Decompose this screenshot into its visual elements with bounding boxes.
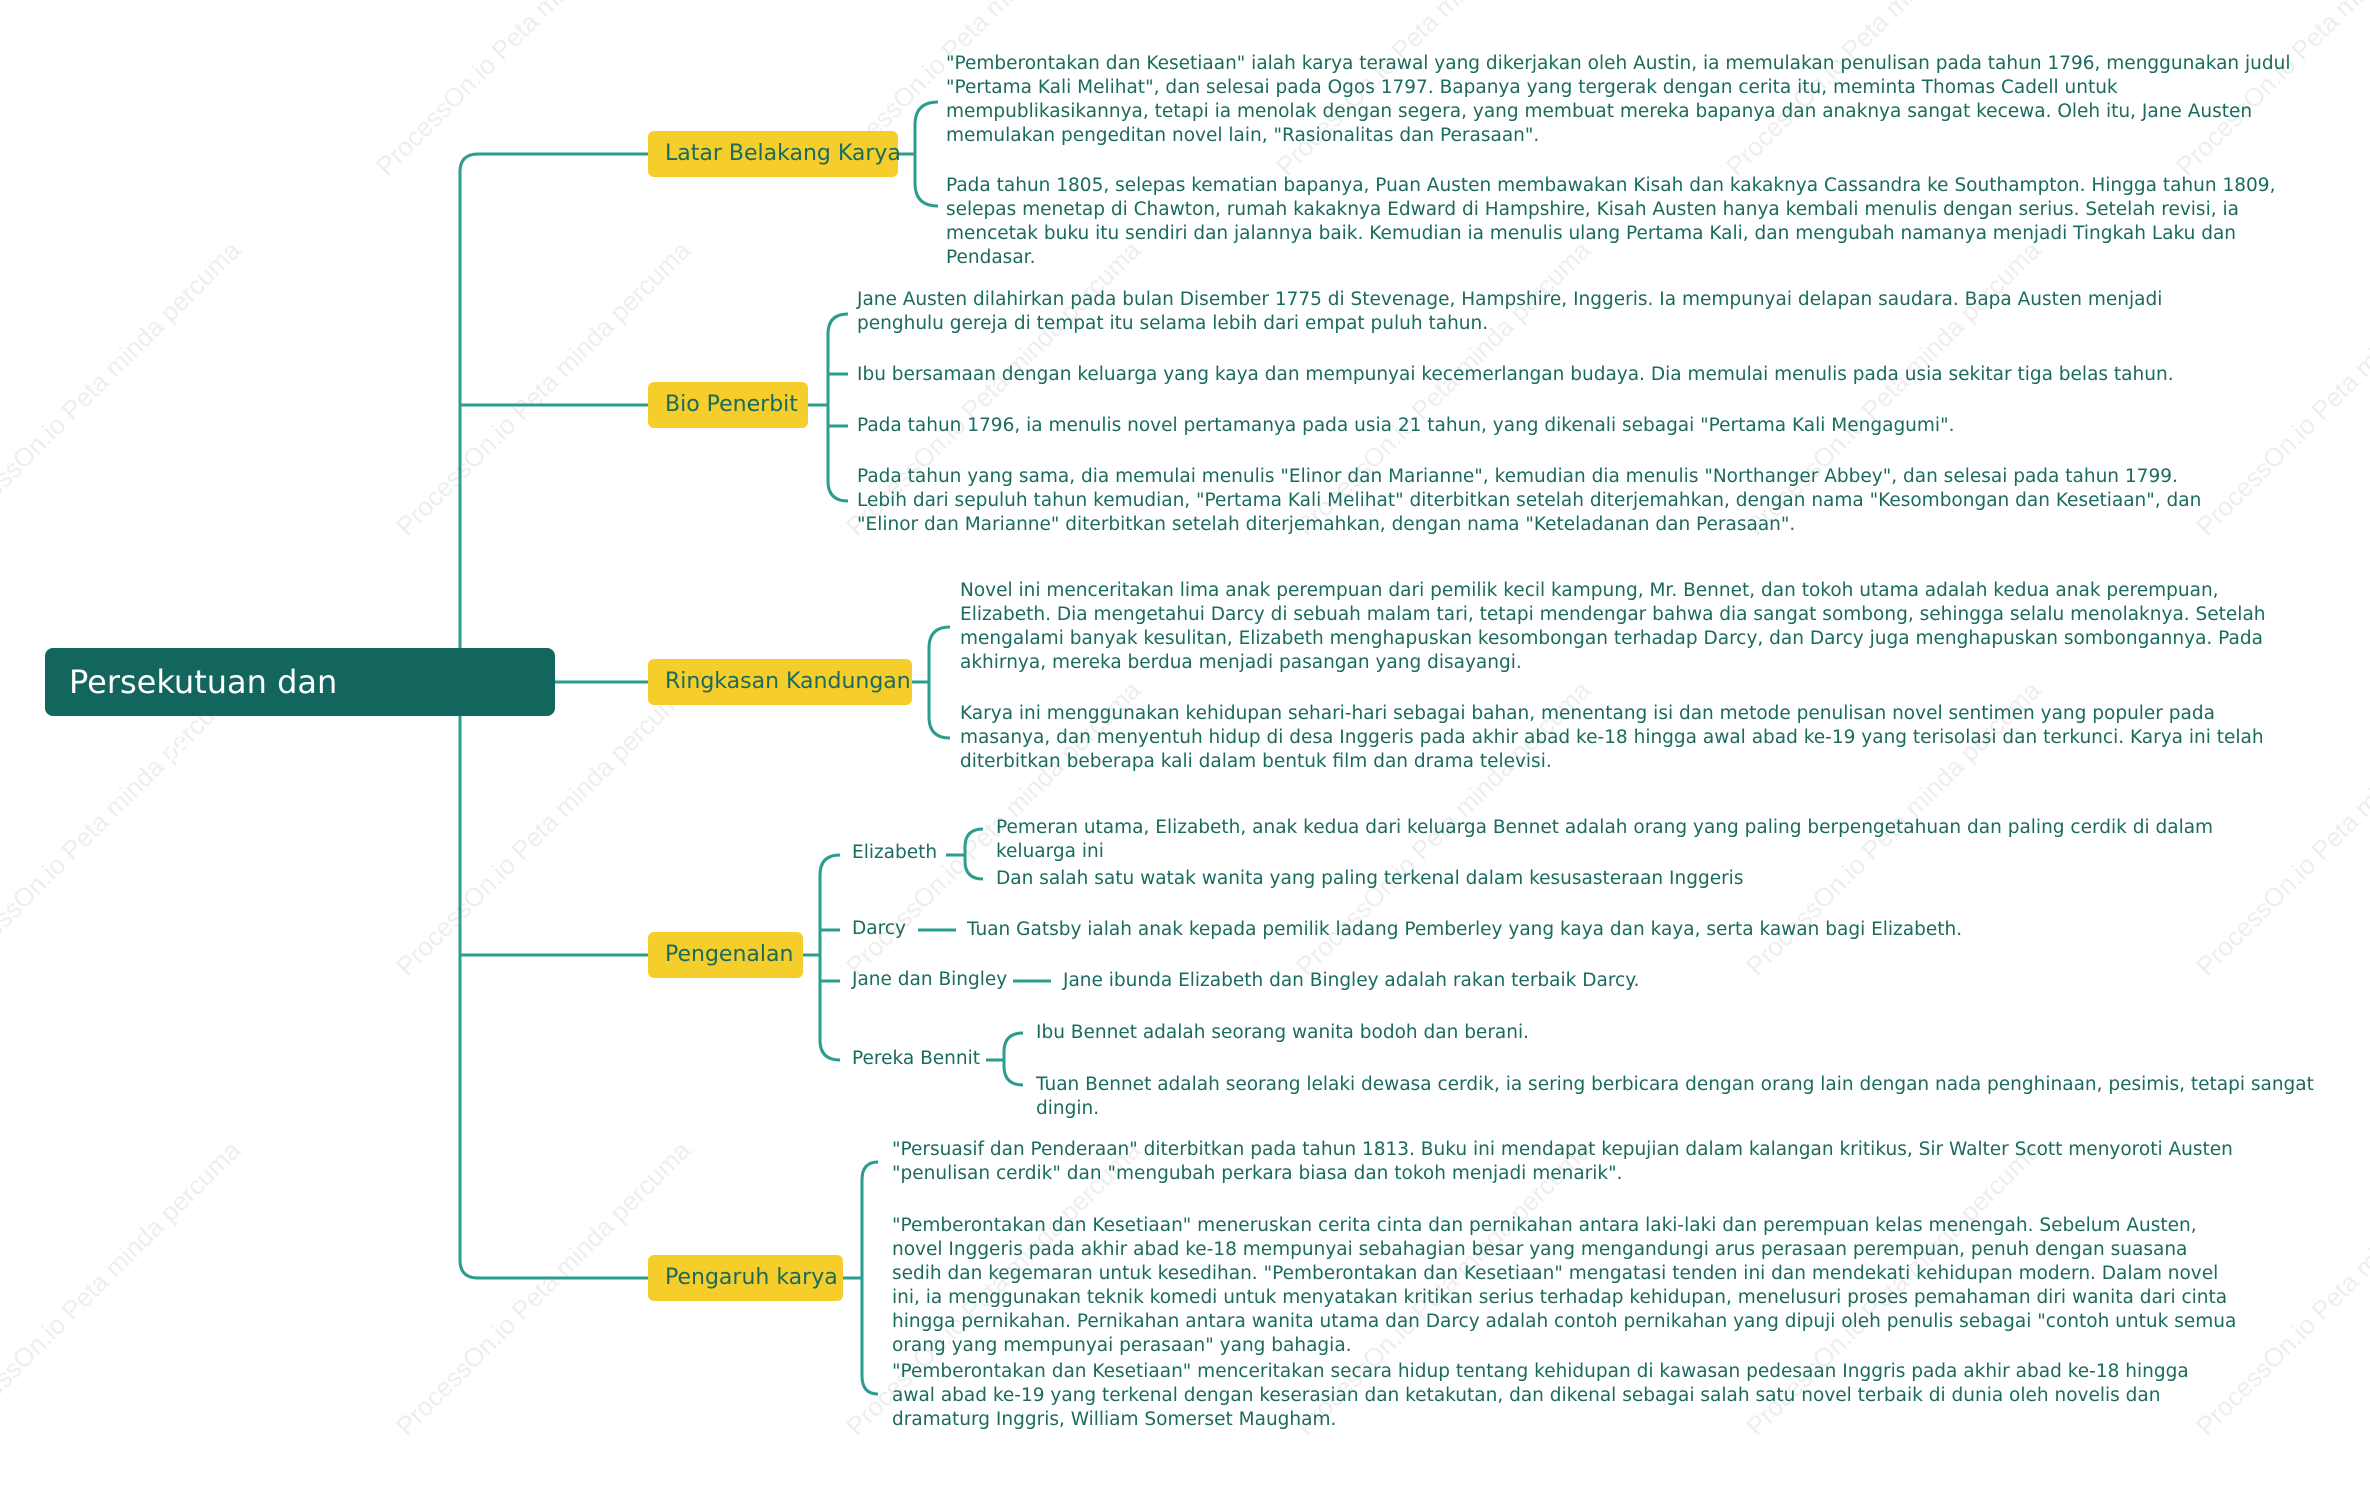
latar-paragraph-1: "Pemberontakan dan Kesetiaan" ialah kary… xyxy=(946,53,2291,146)
bracket-elizabeth xyxy=(946,827,984,881)
ringkasan-paragraph-2: Karya ini menggunakan kehidupan sehari-h… xyxy=(960,703,2264,772)
bio-paragraph-1: Jane Austen dilahirkan pada bulan Disemb… xyxy=(857,289,2163,334)
pengaruh-paragraph-1: "Persuasif dan Penderaan" diterbitkan pa… xyxy=(892,1139,2233,1184)
branch-pengenalan[interactable]: Pengenalan xyxy=(648,932,803,978)
bracket-pereka xyxy=(986,1031,1024,1087)
latar-paragraph-2: Pada tahun 1805, selepas kematian bapany… xyxy=(946,175,2276,268)
pereka-item-2: Tuan Bennet adalah seorang lelaki dewasa… xyxy=(1036,1074,2314,1119)
jane-item-1: Jane ibunda Elizabeth dan Bingley adalah… xyxy=(1063,970,1640,991)
bracket-latar xyxy=(898,100,939,208)
sub-darcy[interactable]: Darcy xyxy=(852,918,906,939)
elizabeth-item-1: Pemeran utama, Elizabeth, anak kedua dar… xyxy=(996,817,2214,862)
branch-latar-belakang-karya[interactable]: Latar Belakang Karya xyxy=(648,131,901,177)
darcy-item-1: Tuan Gatsby ialah anak kepada pemilik la… xyxy=(967,919,1963,940)
pengaruh-paragraph-2: "Pemberontakan dan Kesetiaan" meneruskan… xyxy=(892,1215,2237,1356)
bracket-pengenalan xyxy=(803,853,841,1062)
ringkasan-paragraph-1: Novel ini menceritakan lima anak perempu… xyxy=(960,580,2266,673)
pengaruh-paragraph-3: "Pemberontakan dan Kesetiaan" menceritak… xyxy=(892,1361,2189,1430)
elizabeth-item-2: Dan salah satu watak wanita yang paling … xyxy=(996,868,1744,889)
bracket-ringkasan xyxy=(912,625,951,740)
bracket-pengaruh xyxy=(843,1160,879,1396)
trunk-vertical xyxy=(458,152,479,1280)
sub-elizabeth[interactable]: Elizabeth xyxy=(852,842,938,863)
pereka-item-1: Ibu Bennet adalah seorang wanita bodoh d… xyxy=(1036,1022,1530,1043)
bracket-bio xyxy=(808,312,849,503)
root-node[interactable]: Persekutuan dan Kesombongan xyxy=(45,648,555,769)
sub-jane-dan-bingley[interactable]: Jane dan Bingley xyxy=(852,969,1008,990)
sub-pereka-bennit[interactable]: Pereka Bennit xyxy=(852,1048,980,1069)
branch-pengaruh-karya[interactable]: Pengaruh karya xyxy=(648,1255,843,1301)
branch-bio-penerbit[interactable]: Bio Penerbit xyxy=(648,382,808,428)
bio-paragraph-4: Pada tahun yang sama, dia memulai menuli… xyxy=(857,466,2202,535)
bio-paragraph-2: Ibu bersamaan dengan keluarga yang kaya … xyxy=(857,364,2174,385)
bio-paragraph-3: Pada tahun 1796, ia menulis novel pertam… xyxy=(857,415,1955,436)
branch-ringkasan-kandungan[interactable]: Ringkasan Kandungan xyxy=(648,659,912,705)
